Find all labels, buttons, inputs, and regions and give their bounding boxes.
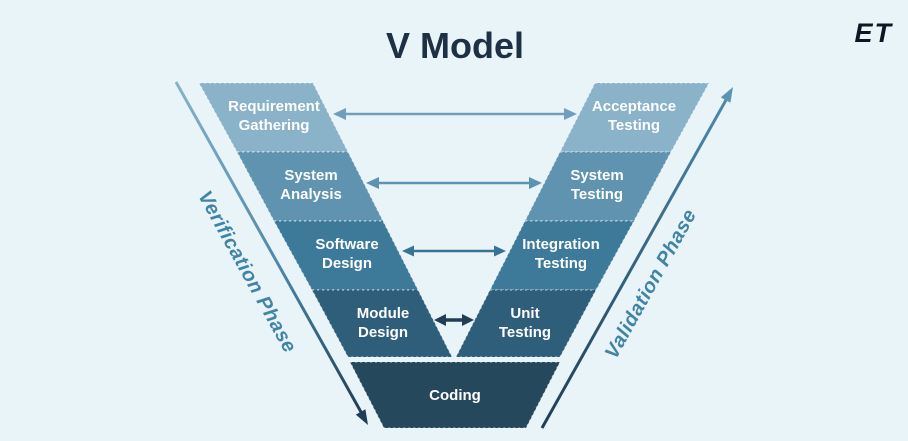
validation-rail-line <box>540 99 728 429</box>
box-unit-testing-label-line2: Testing <box>499 324 551 341</box>
box-coding-label: Coding <box>429 387 481 404</box>
connector-2-right-arrowhead-icon <box>529 177 542 189</box>
box-system-analysis-label-line1: System <box>284 167 337 184</box>
connector-requirement-acceptance <box>333 108 577 120</box>
box-system-testing <box>523 151 673 222</box>
box-acceptance-testing <box>558 82 711 153</box>
verification-rail-arrowhead-icon <box>355 409 368 425</box>
box-software-design-label-line1: Software <box>315 236 378 253</box>
box-module-design <box>310 289 454 358</box>
box-coding <box>348 361 562 429</box>
box-system-testing-label-line1: System <box>570 167 623 184</box>
connector-3-right-arrowhead-icon <box>494 245 506 257</box>
connector-design-integration <box>402 245 506 257</box>
verification-rail-line <box>174 81 363 413</box>
connector-analysis-systemtesting <box>366 177 542 189</box>
connector-1-right-arrowhead-icon <box>564 108 577 120</box>
connector-3-left-arrowhead-icon <box>402 245 414 257</box>
box-module-design-label-line1: Module <box>357 305 410 322</box>
validation-column: Acceptance Testing System Testing Integr… <box>454 82 711 358</box>
box-acceptance-testing-label-line2: Testing <box>608 117 660 134</box>
validation-rail-arrowhead-icon <box>720 87 733 103</box>
page-title: V Model <box>386 25 524 66</box>
verification-column: Requirement Gathering System Analysis So… <box>197 82 454 358</box>
connector-4-right-arrowhead-icon <box>462 314 474 326</box>
box-requirement-gathering-label-line1: Requirement <box>228 98 320 115</box>
box-unit-testing <box>454 289 598 358</box>
brand-logo: ET <box>854 18 893 48</box>
box-module-design-label-line2: Design <box>358 324 408 341</box>
box-software-design-label-line2: Design <box>322 255 372 272</box>
connector-module-unittesting <box>434 314 474 326</box>
connector-4-left-arrowhead-icon <box>434 314 446 326</box>
box-system-testing-label-line2: Testing <box>571 186 623 203</box>
box-integration-testing-label-line2: Testing <box>535 255 587 272</box>
box-system-analysis-label-line2: Analysis <box>280 186 342 203</box>
box-unit-testing-label-line1: Unit <box>510 305 539 322</box>
box-integration-testing <box>488 220 636 291</box>
box-acceptance-testing-label-line1: Acceptance <box>592 98 676 115</box>
connector-2-left-arrowhead-icon <box>366 177 379 189</box>
box-system-analysis <box>235 151 385 222</box>
box-integration-testing-label-line1: Integration <box>522 236 600 253</box>
box-requirement-gathering-label-line2: Gathering <box>239 117 310 134</box>
connector-1-left-arrowhead-icon <box>333 108 346 120</box>
